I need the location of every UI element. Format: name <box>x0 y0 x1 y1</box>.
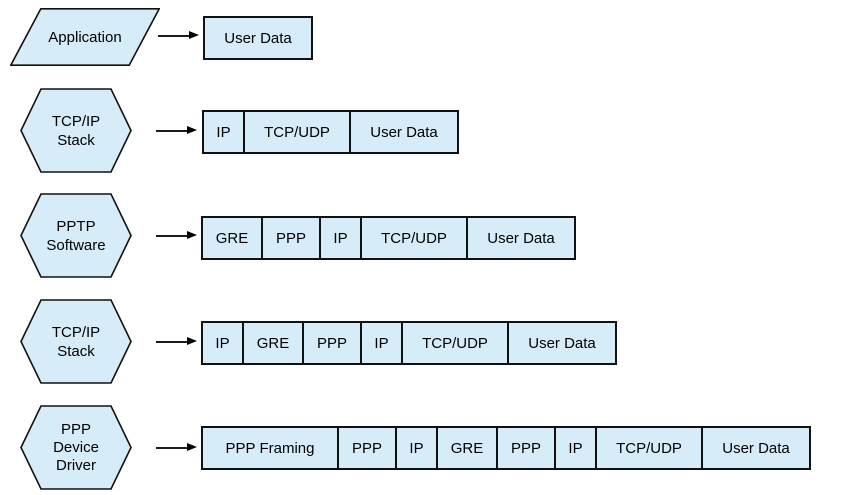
packet-segment: GRE <box>201 216 263 260</box>
parallelogram-icon <box>10 8 160 66</box>
arrow-line <box>156 130 188 132</box>
stage-label: TCP/IP Stack <box>20 299 132 384</box>
packet-segment: IP <box>201 321 244 365</box>
stage-label-line: PPP <box>60 420 91 438</box>
arrow-head <box>189 31 199 39</box>
arrow-icon <box>156 443 197 452</box>
stage-shape-ppp-device-driver: PPP Device Driver <box>20 405 132 490</box>
packet-segment: TCP/UDP <box>243 110 351 154</box>
stage-label-line: Software <box>46 236 106 254</box>
hexagon-icon <box>20 405 132 490</box>
stage-label-line: TCP/IP <box>51 112 101 130</box>
packet-segment: User Data <box>507 321 617 365</box>
arrow-head <box>187 231 197 239</box>
stage-shape-application: Application <box>10 8 160 66</box>
arrow-head <box>187 337 197 345</box>
packet-segment: GRE <box>436 426 498 470</box>
stage-shape-pptp-software: PPTP Software <box>20 193 132 278</box>
stage-label: PPTP Software <box>20 193 132 278</box>
stage-shape-tcpip-stack: TCP/IP Stack <box>20 88 132 173</box>
stage-label: TCP/IP Stack <box>20 88 132 173</box>
packet-segment: PPP <box>337 426 397 470</box>
arrow-line <box>156 447 188 449</box>
arrow-head <box>187 126 197 134</box>
packet-segment: PPP <box>261 216 321 260</box>
packet-segment: IP <box>319 216 362 260</box>
stage-label-line: Stack <box>57 342 95 360</box>
stage-label-line: TCP/IP <box>51 323 101 341</box>
packet-segment: IP <box>202 110 245 154</box>
packet-row: PPP Framing PPP IP GRE PPP IP TCP/UDP Us… <box>201 426 811 470</box>
hexagon-icon <box>20 299 132 384</box>
stage-label-line: Stack <box>57 131 95 149</box>
arrow-head <box>187 443 197 451</box>
packet-row: IP TCP/UDP User Data <box>202 110 459 154</box>
arrow-line <box>156 341 188 343</box>
hexagon-icon <box>20 88 132 173</box>
stage-shape-tcpip-stack: TCP/IP Stack <box>20 299 132 384</box>
packet-segment: User Data <box>349 110 459 154</box>
arrow-icon <box>158 31 199 40</box>
packet-segment: PPP Framing <box>201 426 339 470</box>
packet-segment: PPP <box>496 426 556 470</box>
arrow-line <box>158 35 190 37</box>
hexagon-icon <box>20 193 132 278</box>
packet-segment: IP <box>360 321 403 365</box>
stage-label-line: Driver <box>56 456 96 474</box>
packet-segment: GRE <box>242 321 304 365</box>
packet-segment: TCP/UDP <box>360 216 468 260</box>
packet-segment: User Data <box>203 16 313 60</box>
packet-segment: IP <box>395 426 438 470</box>
arrow-line <box>156 235 188 237</box>
packet-row: User Data <box>203 16 313 60</box>
packet-segment: User Data <box>466 216 576 260</box>
packet-segment: TCP/UDP <box>401 321 509 365</box>
packet-segment: User Data <box>701 426 811 470</box>
arrow-icon <box>156 126 197 135</box>
stage-label-line: Device <box>53 438 99 456</box>
packet-row: GRE PPP IP TCP/UDP User Data <box>201 216 576 260</box>
packet-segment: IP <box>554 426 597 470</box>
arrow-icon <box>156 231 197 240</box>
stage-label-line: Application <box>48 28 122 46</box>
stage-label: Application <box>10 8 160 66</box>
packet-segment: TCP/UDP <box>595 426 703 470</box>
packet-row: IP GRE PPP IP TCP/UDP User Data <box>201 321 617 365</box>
packet-segment: PPP <box>302 321 362 365</box>
arrow-icon <box>156 337 197 346</box>
stage-label: PPP Device Driver <box>20 405 132 490</box>
stage-label-line: PPTP <box>56 217 96 235</box>
